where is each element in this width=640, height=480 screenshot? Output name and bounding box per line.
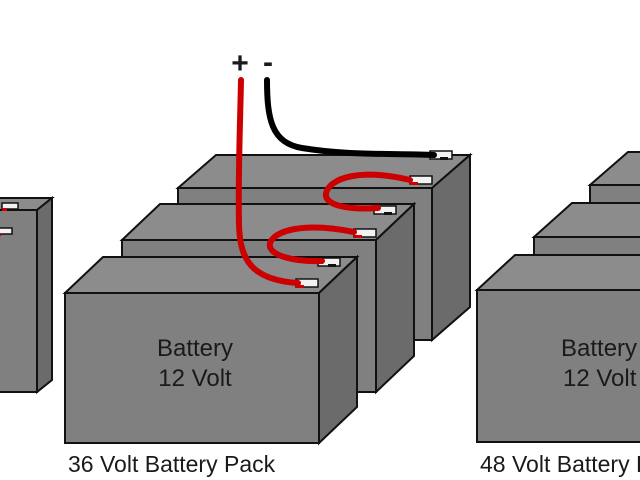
battery-front: Battery 12 Volt — [62, 254, 360, 446]
negative-symbol: - — [263, 46, 273, 79]
pack-caption: 48 Volt Battery Pack — [480, 451, 640, 477]
battery-front: Battery 12 Volt — [474, 254, 640, 443]
battery-label-line1: Battery — [561, 335, 637, 362]
pack-48v: Battery 12 Volt 48 Volt Battery Pack — [474, 151, 640, 477]
battery-terminal — [409, 175, 433, 185]
battery-terminal — [1, 202, 19, 211]
battery-terminal — [0, 227, 13, 236]
battery-label-line2: 12 Volt — [158, 365, 232, 392]
pack-36v: Battery 12 Volt — [62, 46, 473, 477]
battery-terminal — [353, 228, 377, 238]
left-partial-pack — [0, 195, 55, 395]
jumper-wire — [323, 171, 413, 212]
jumper-wire — [266, 224, 357, 265]
positive-symbol: + — [231, 47, 249, 80]
battery-label-line1: Battery — [157, 335, 233, 362]
negative-wire — [264, 77, 437, 158]
battery-label-line2: 12 Volt — [563, 365, 637, 392]
positive-wire — [235, 77, 301, 286]
pack-caption: 36 Volt Battery Pack — [68, 451, 276, 477]
